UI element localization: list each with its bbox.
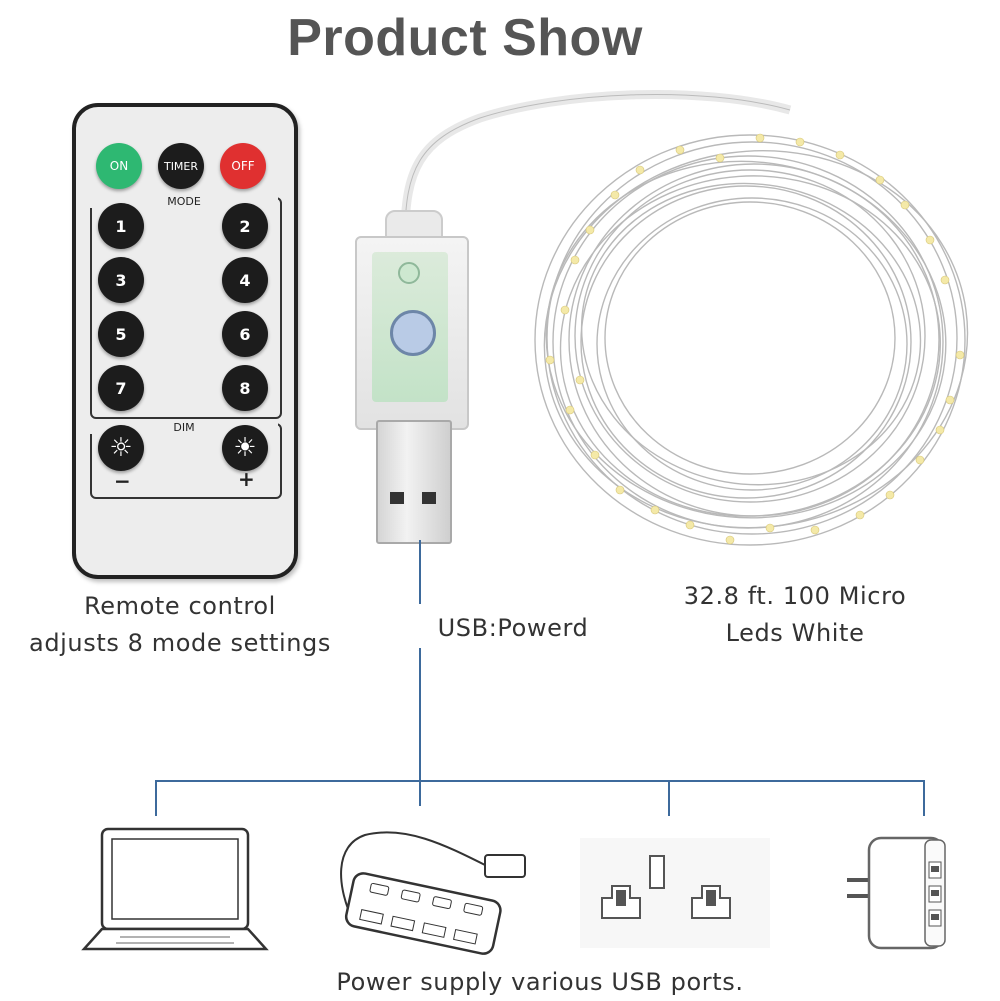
off-button[interactable]: OFF: [220, 143, 266, 189]
remote-caption-line1: Remote control: [84, 592, 276, 620]
led-indicator: [398, 262, 420, 284]
connector-drop: [923, 780, 925, 816]
usb-plug: [376, 420, 452, 544]
minus-label: −: [114, 469, 131, 493]
remote-caption: Remote control adjusts 8 mode settings: [0, 588, 360, 662]
usb-contact: [390, 492, 404, 504]
leds-caption-line2: Leds White: [725, 619, 865, 647]
laptop-icon: [81, 827, 269, 951]
connector-drop: [668, 780, 670, 816]
sun-icon: ☼: [109, 433, 133, 463]
mode-3-button[interactable]: 3: [98, 257, 144, 303]
connector-line: [419, 540, 421, 604]
mode-4-button[interactable]: 4: [222, 257, 268, 303]
remote-caption-line2: adjusts 8 mode settings: [29, 629, 331, 657]
connector-bar: [155, 780, 925, 782]
plus-label: +: [238, 467, 255, 491]
mode-2-button[interactable]: 2: [222, 203, 268, 249]
usb-wall-adapter-icon: [847, 836, 946, 950]
connector-line: [419, 648, 421, 806]
dim-down-button[interactable]: ☼: [98, 425, 144, 471]
leds-caption: 32.8 ft. 100 Micro Leds White: [630, 578, 960, 652]
usb-caption: USB:Powerd: [437, 614, 589, 642]
mode-6-button[interactable]: 6: [222, 311, 268, 357]
timer-button[interactable]: TIMER: [158, 143, 204, 189]
mode-5-button[interactable]: 5: [98, 311, 144, 357]
page-title: Product Show: [287, 9, 643, 67]
usb-hub-icon: [340, 831, 526, 955]
remote-control: ON TIMER OFF MODE 1 2 3 4 5 6 7 8 DIM ☼ …: [72, 103, 298, 579]
mode-8-button[interactable]: 8: [222, 365, 268, 411]
connector-drop: [155, 780, 157, 816]
wall-socket-icon: [580, 838, 770, 948]
mode-7-button[interactable]: 7: [98, 365, 144, 411]
mode-1-button[interactable]: 1: [98, 203, 144, 249]
control-button[interactable]: [390, 310, 436, 356]
led-string-coil: [534, 133, 969, 546]
dim-up-button[interactable]: ☀: [222, 425, 268, 471]
leds-caption-line1: 32.8 ft. 100 Micro: [683, 582, 907, 610]
sun-icon: ☀: [233, 433, 257, 463]
usb-contact: [422, 492, 436, 504]
on-button[interactable]: ON: [96, 143, 142, 189]
mode-label: MODE: [90, 195, 278, 208]
bottom-caption: Power supply various USB ports.: [336, 968, 744, 996]
